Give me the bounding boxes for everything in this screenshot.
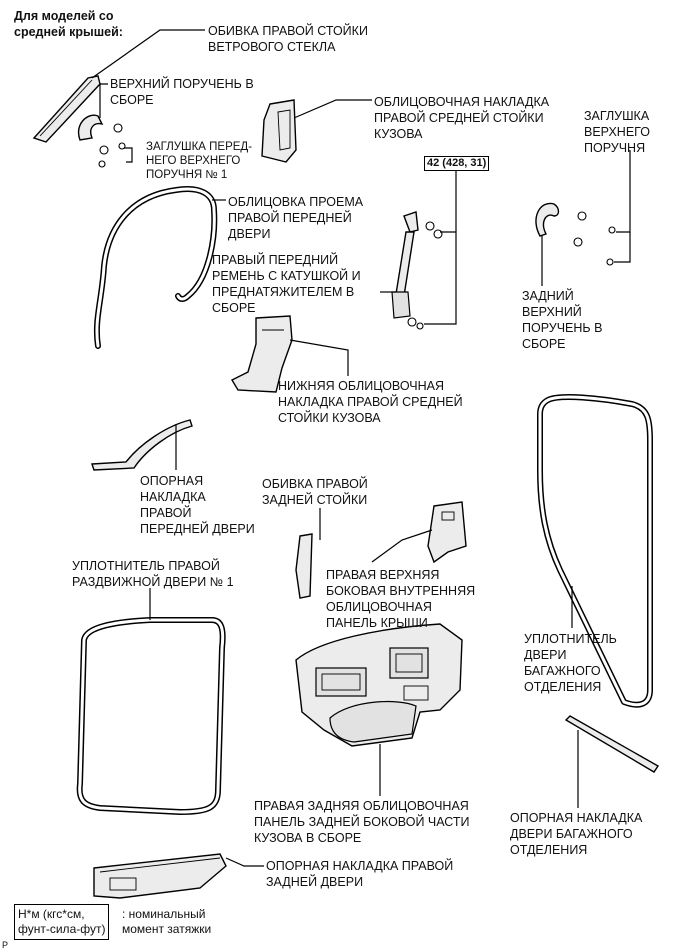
corner-mark: P	[2, 940, 9, 950]
label-upper-grip-cap: ЗАГЛУШКА ВЕРХНЕГО ПОРУЧНЯ	[584, 109, 650, 155]
lead-center-lower	[289, 339, 349, 376]
seat-belt-assy	[391, 211, 443, 330]
label-front-grip-cap: ЗАГЛУШКА ПЕРЕД- НЕГО ВЕРХНЕГО ПОРУЧНЯ № …	[146, 141, 253, 181]
label-door-opening-trim: ОБЛИЦОВКА ПРОЕМА ПРАВОЙ ПЕРЕДНЕЙ ДВЕРИ	[228, 195, 364, 241]
lead-upper-grip	[99, 83, 108, 118]
rear-upper-grip	[535, 202, 616, 266]
label-a-pillar: ОБИВКА ПРАВОЙ СТОЙКИ ВЕТРОВОГО СТЕКЛА	[208, 24, 368, 54]
upper-grip-front	[77, 114, 126, 168]
quarter-trim-panel	[295, 623, 463, 747]
label-rear-pillar: ОБИВКА ПРАВОЙ ЗАДНЕЙ СТОЙКИ	[262, 477, 368, 507]
rear-door-scuff-plate	[93, 853, 227, 899]
label-rear-grip: ЗАДНИЙ ВЕРХНИЙ ПОРУЧЕНЬ В СБОРЕ	[522, 289, 603, 351]
front-door-opening-trim	[93, 186, 218, 349]
lead-roof-panel	[371, 529, 433, 563]
label-center-pillar-lower: НИЖНЯЯ ОБЛИЦОВОЧНАЯ НАКЛАДКА ПРАВОЙ СРЕД…	[278, 379, 463, 425]
label-quarter-panel: ПРАВАЯ ЗАДНЯЯ ОБЛИЦОВОЧНАЯ ПАНЕЛЬ ЗАДНЕЙ…	[254, 799, 470, 845]
lead-a-pillar	[91, 29, 205, 79]
torque-value: 42 (428, 31)	[424, 156, 490, 171]
front-scuff-plate	[91, 419, 193, 471]
sliding-door-seal	[76, 617, 226, 815]
roof-side-panel	[427, 501, 467, 564]
rear-pillar-garnish	[295, 533, 313, 599]
lead-center-pillar-upper	[293, 99, 372, 119]
label-center-pillar-upper: ОБЛИЦОВОЧНАЯ НАКЛАДКА ПРАВОЙ СРЕДНЕЙ СТО…	[374, 95, 550, 141]
label-seat-belt: ПРАВЫЙ ПЕРЕДНИЙ РЕМЕНЬ С КАТУШКОЙ И ПРЕД…	[212, 253, 361, 315]
label-upper-grip: ВЕРХНИЙ ПОРУЧЕНЬ В СБОРЕ	[110, 77, 254, 107]
lead-rear-cap	[616, 150, 631, 233]
center-pillar-lower	[231, 315, 293, 393]
back-door-seal	[537, 394, 653, 708]
label-sliding-door-seal: УПЛОТНИТЕЛЬ ПРАВОЙ РАЗДВИЖНОЙ ДВЕРИ № 1	[72, 559, 234, 589]
center-pillar-upper	[261, 99, 297, 163]
a-pillar-garnish	[32, 75, 101, 143]
label-roof-side-panel: ПРАВАЯ ВЕРХНЯЯ БОКОВАЯ ВНУТРЕННЯЯ ОБЛИЦО…	[326, 568, 476, 630]
lead-rear-scuff	[225, 857, 264, 867]
legend-unit-box: Н*м (кгс*см, фунт-сила-фут)	[14, 904, 110, 940]
lead-rear-cap-2	[614, 232, 631, 263]
lead-front-cap	[124, 147, 133, 163]
label-front-scuff: ОПОРНАЯ НАКЛАДКА ПРАВОЙ ПЕРЕДНЕЙ ДВЕРИ	[140, 474, 255, 536]
back-door-scuff-plate	[564, 715, 659, 773]
model-note: Для моделей со средней крышей:	[14, 9, 123, 39]
label-rear-door-scuff: ОПОРНАЯ НАКЛАДКА ПРАВОЙ ЗАДНЕЙ ДВЕРИ	[266, 859, 454, 889]
label-back-door-scuff: ОПОРНАЯ НАКЛАДКА ДВЕРИ БАГАЖНОГО ОТДЕЛЕН…	[510, 811, 643, 857]
lead-belt-torque	[424, 231, 457, 325]
label-back-door-seal: УПЛОТНИТЕЛЬ ДВЕРИ БАГАЖНОГО ОТДЕЛЕНИЯ	[524, 632, 617, 694]
legend-meaning: : номинальный момент затяжки	[122, 907, 212, 936]
